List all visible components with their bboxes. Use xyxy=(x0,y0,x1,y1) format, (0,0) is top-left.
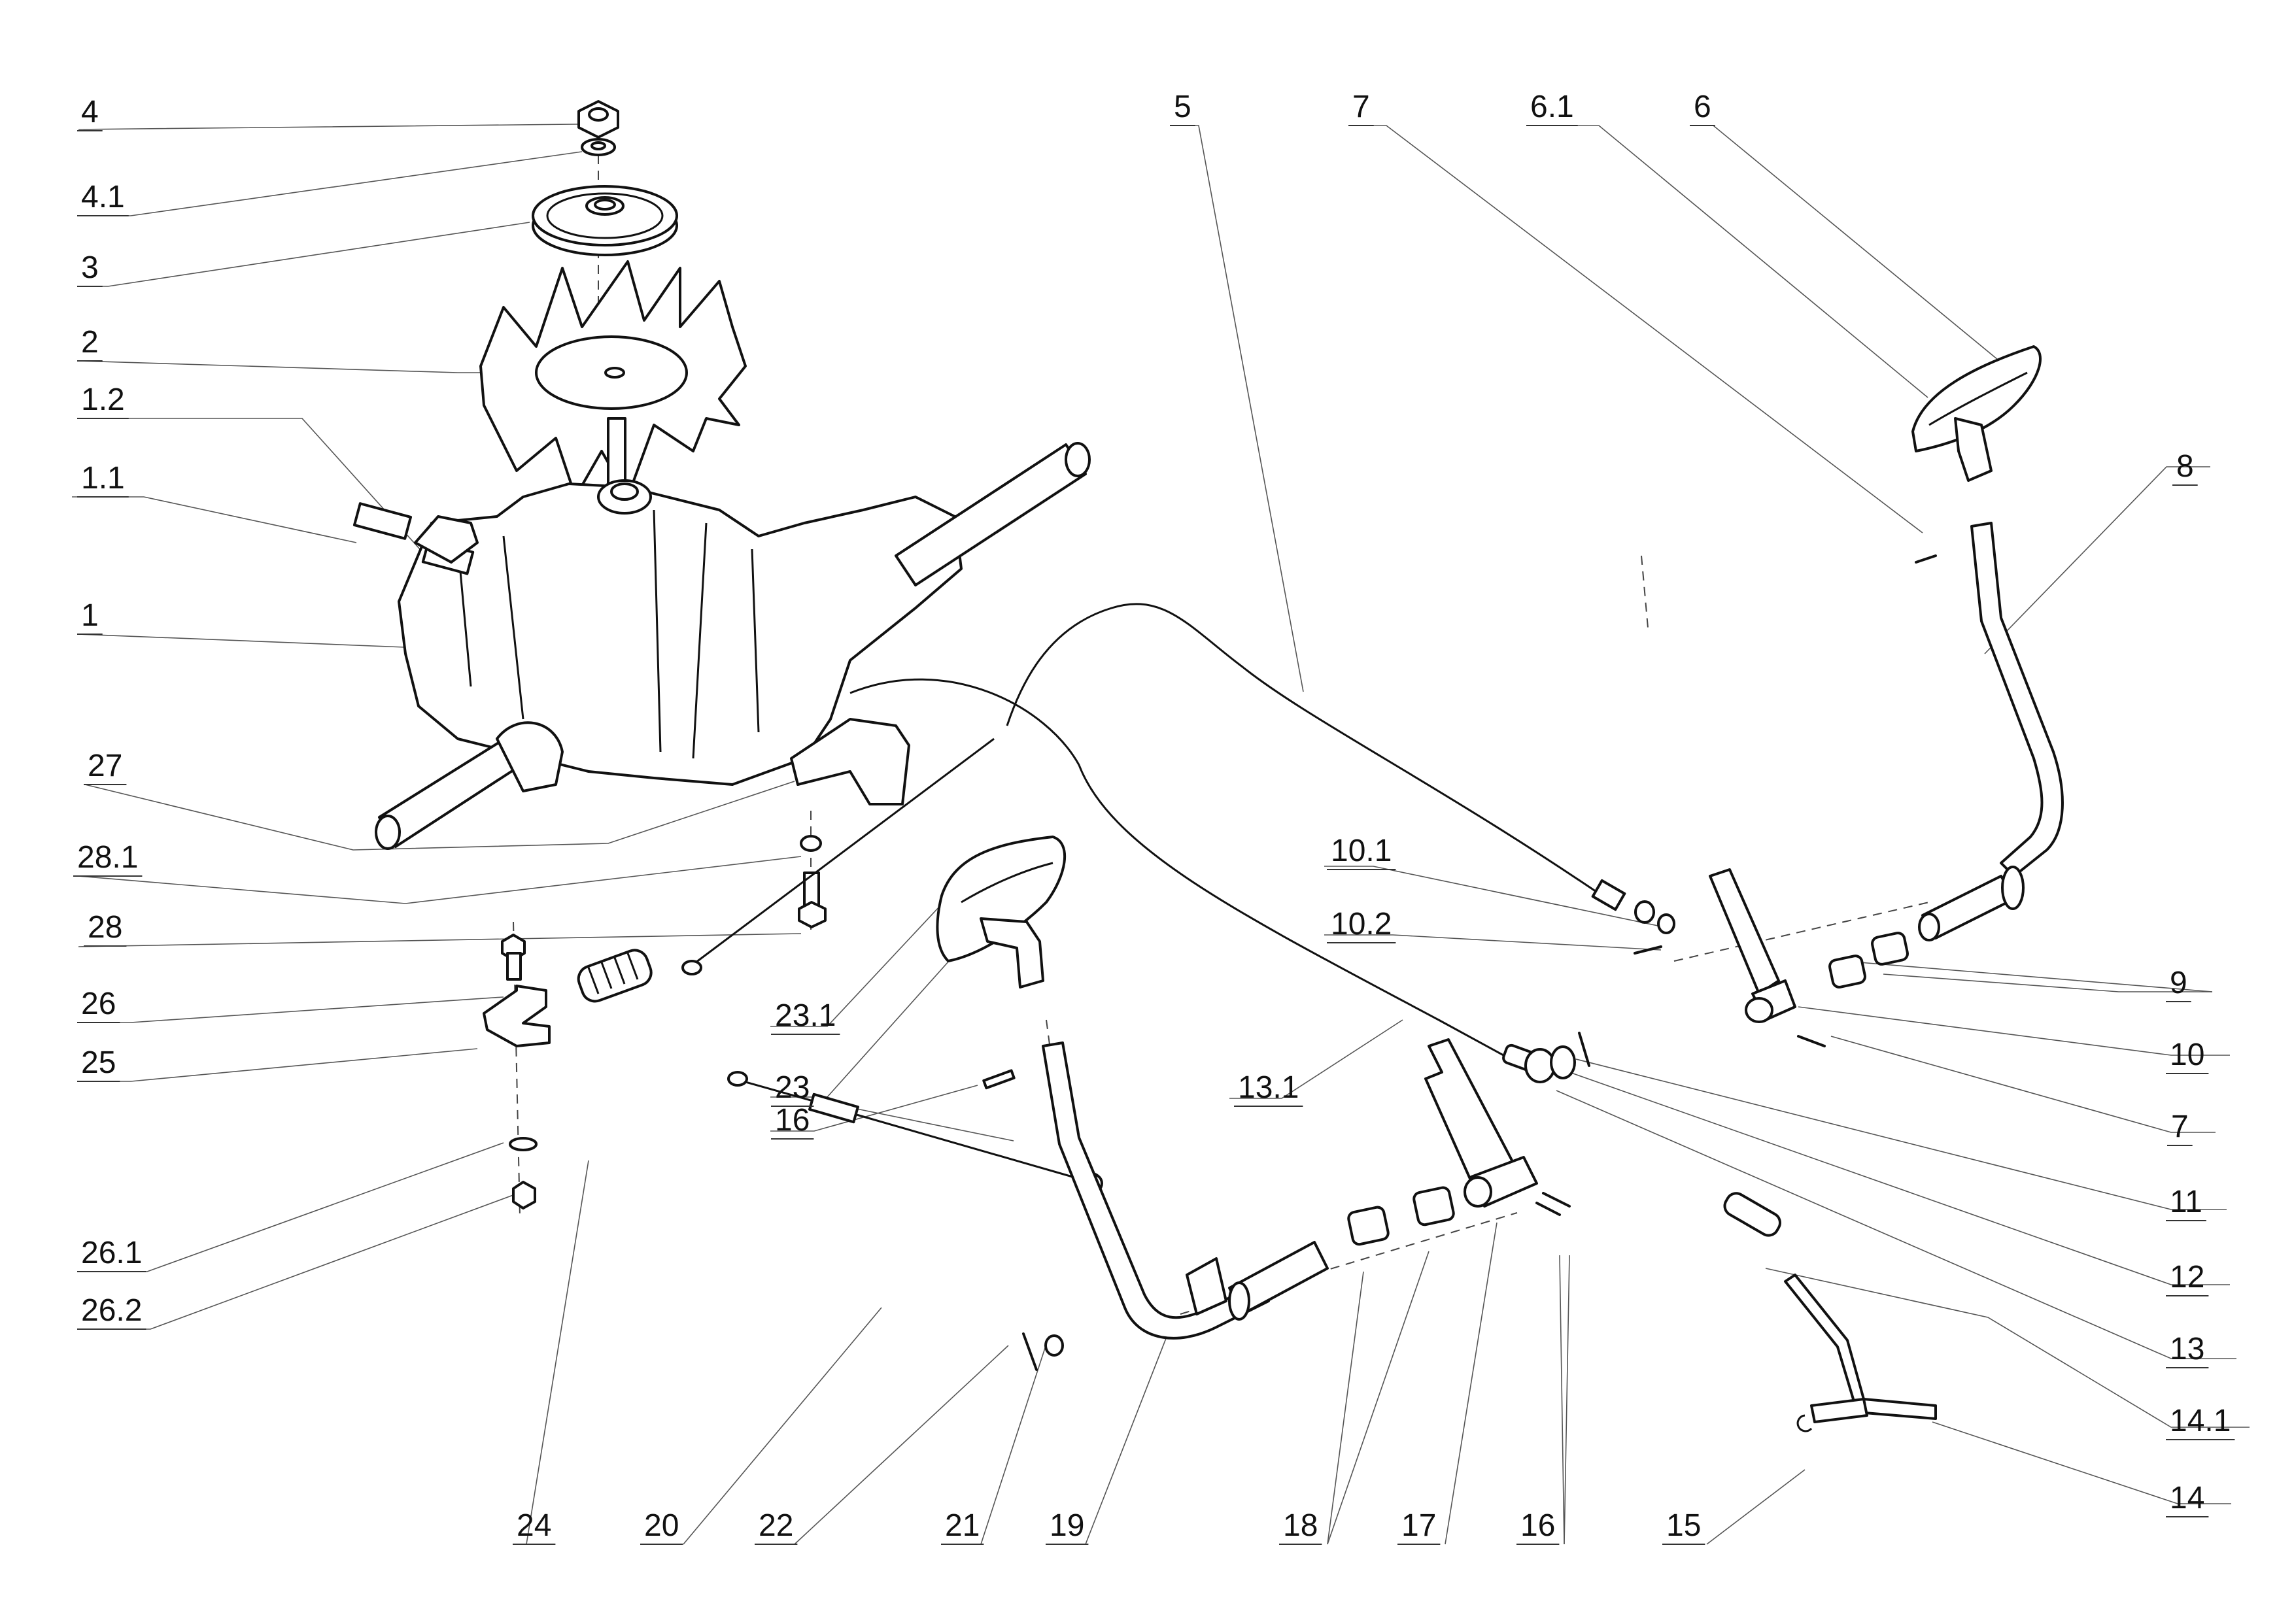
callout-20: 20 xyxy=(644,1508,679,1543)
callout-6-1: 6.1 xyxy=(1530,90,1574,124)
callout-1: 1 xyxy=(81,598,99,633)
pedal-part-23 xyxy=(936,836,1067,989)
transmission-part-1 xyxy=(352,442,1091,850)
pedal-part-6 xyxy=(1911,345,2042,482)
callout-19: 19 xyxy=(1050,1508,1085,1543)
callout-3: 3 xyxy=(81,250,99,285)
callout-13-1: 13.1 xyxy=(1238,1070,1299,1105)
callout-8: 8 xyxy=(2176,449,2194,484)
washer-part-26-1 xyxy=(509,1137,538,1151)
mounting-bracket-part-27 xyxy=(790,718,910,805)
washer-part-10-1 xyxy=(1657,913,1675,934)
callout-1-2: 1.2 xyxy=(81,382,125,417)
callout-28-1: 28.1 xyxy=(77,840,139,875)
callout-18: 18 xyxy=(1283,1508,1318,1543)
callout-21: 21 xyxy=(945,1508,980,1543)
bushings-part-18 xyxy=(1347,1186,1455,1246)
callout-26: 26 xyxy=(81,987,116,1021)
cotter-pin-part-22 xyxy=(1022,1332,1038,1371)
callout-10-1: 10.1 xyxy=(1331,834,1392,868)
lever-part-14 xyxy=(1784,1274,1937,1423)
callout-1-1: 1.1 xyxy=(81,461,125,496)
callout-16a: 16 xyxy=(775,1103,810,1138)
pedal-lever-part-19 xyxy=(982,1041,1329,1340)
cotter-pin-part-11 xyxy=(1578,1032,1590,1067)
washer-part-4-1 xyxy=(581,138,616,156)
callout-7b: 7 xyxy=(2171,1109,2189,1144)
callout-14-1: 14.1 xyxy=(2170,1404,2231,1438)
cable-part-20-upper xyxy=(693,737,995,966)
callout-28: 28 xyxy=(88,910,123,945)
bolt-part-26 xyxy=(501,934,526,981)
callout-13: 13 xyxy=(2170,1332,2205,1366)
callout-14: 14 xyxy=(2170,1481,2205,1515)
pedal-lever-part-8 xyxy=(1918,522,2064,941)
callout-16b: 16 xyxy=(1520,1508,1556,1543)
callout-4-1: 4.1 xyxy=(81,180,125,214)
callout-12: 12 xyxy=(2170,1260,2205,1294)
grip-part-14-1 xyxy=(1723,1192,1781,1237)
bracket-part-25 xyxy=(483,985,551,1047)
cotter-pin-part-10-2 xyxy=(1634,945,1662,955)
fan-part-2 xyxy=(479,260,747,498)
callout-11: 11 xyxy=(2170,1185,2202,1219)
callout-15: 15 xyxy=(1666,1508,1702,1543)
bolt-part-28 xyxy=(798,871,827,928)
lever-arm-part-10 xyxy=(1709,868,1796,1023)
callout-4: 4 xyxy=(81,95,99,129)
pin-part-7a xyxy=(1915,554,1937,564)
callout-26-1: 26.1 xyxy=(81,1236,143,1270)
callout-23-1: 23.1 xyxy=(775,998,836,1033)
bushings-part-9 xyxy=(1828,932,1909,989)
washer-part-21 xyxy=(1044,1334,1064,1357)
callout-6: 6 xyxy=(1694,90,1711,124)
callout-5: 5 xyxy=(1174,90,1191,124)
callout-10: 10 xyxy=(2170,1038,2205,1072)
callout-26-2: 26.2 xyxy=(81,1293,143,1328)
callout-17: 17 xyxy=(1401,1508,1437,1543)
callout-9: 9 xyxy=(2170,966,2187,1000)
washer-part-12 xyxy=(1550,1045,1576,1079)
e-clip-part-15 xyxy=(1796,1414,1813,1432)
callout-27: 27 xyxy=(88,749,123,783)
callout-10-2: 10.2 xyxy=(1331,907,1392,941)
lever-arm-part-17 xyxy=(1424,1038,1538,1208)
nut-part-28-1 xyxy=(800,835,822,852)
nut-part-4 xyxy=(577,100,619,139)
tension-spring-part-24 xyxy=(577,949,653,1003)
pin-part-7b xyxy=(1797,1035,1826,1047)
callout-24: 24 xyxy=(517,1508,552,1543)
parts xyxy=(352,100,2064,1432)
callout-7a: 7 xyxy=(1352,90,1370,124)
callout-2: 2 xyxy=(81,325,99,360)
bracket-part-1-2 xyxy=(414,515,479,564)
cable-part-5 xyxy=(1006,603,1655,924)
pulley-part-3 xyxy=(532,185,678,256)
callout-23: 23 xyxy=(775,1070,810,1105)
callout-22: 22 xyxy=(759,1508,794,1543)
callout-25: 25 xyxy=(81,1045,116,1080)
nut-part-26-2 xyxy=(512,1181,536,1210)
callout-underlines xyxy=(73,125,2235,1545)
pins-part-16b xyxy=(1535,1192,1571,1216)
